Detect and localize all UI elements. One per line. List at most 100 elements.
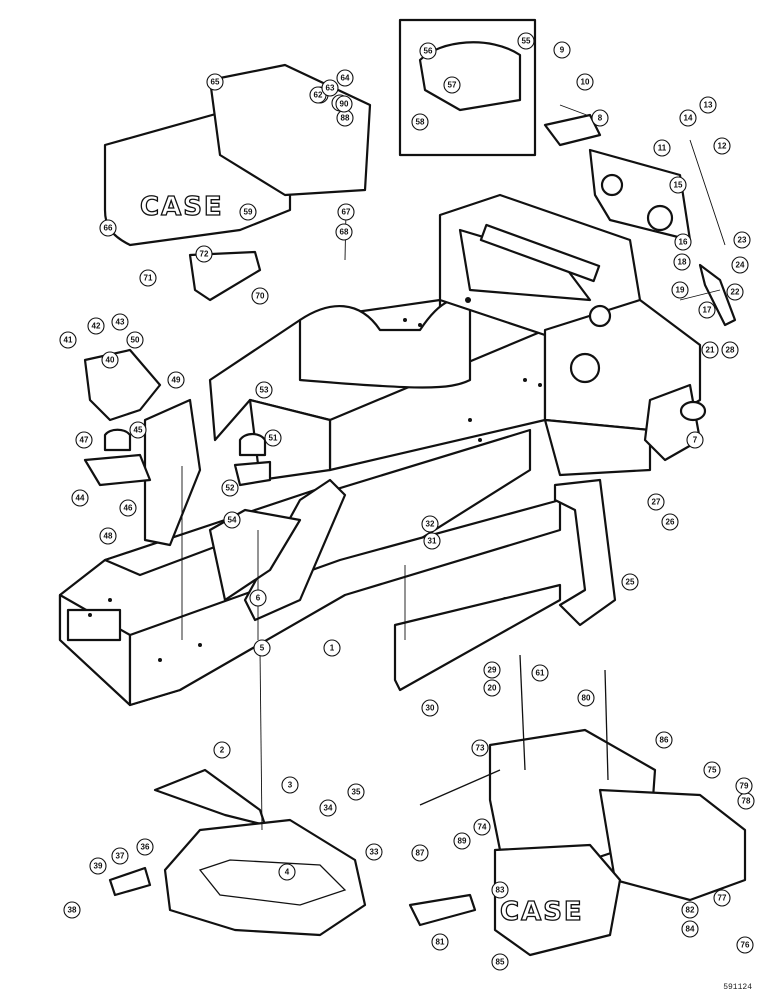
callout-circle (167, 371, 185, 389)
callout-label: 79 (740, 782, 749, 791)
callout-label: 25 (626, 578, 635, 587)
callout-circle (673, 253, 691, 271)
callout-circle (278, 863, 296, 881)
callout-label: 65 (211, 78, 220, 87)
callout-circle (698, 301, 716, 319)
rear-bracket (393, 478, 617, 692)
callout-label: 53 (260, 386, 269, 395)
callout-circle (111, 313, 129, 331)
callout-41: 41 (59, 331, 77, 349)
callout-circle (99, 527, 117, 545)
left-brackets (83, 348, 272, 487)
callout-circle (129, 421, 147, 439)
callout-label: 26 (666, 518, 675, 527)
callout-label: 36 (141, 843, 150, 852)
callout-label: 43 (116, 318, 125, 327)
callout-27: 27 (647, 493, 665, 511)
callout-label: 89 (458, 837, 467, 846)
callout-circle (679, 109, 697, 127)
callout-label: 40 (106, 356, 115, 365)
callout-circle (337, 203, 355, 221)
callout-circle (255, 381, 273, 399)
callout-58: 58 (411, 113, 429, 131)
callout-label: 13 (704, 101, 713, 110)
callout-63: 63 (321, 79, 339, 97)
callout-label: 37 (116, 852, 125, 861)
callout-43: 43 (111, 313, 129, 331)
callout-44: 44 (71, 489, 89, 507)
callout-label: 88 (341, 114, 350, 123)
callout-label: 22 (731, 288, 740, 297)
callout-18: 18 (673, 253, 691, 271)
callout-circle (71, 489, 89, 507)
callout-82: 82 (681, 901, 699, 919)
callout-label: 20 (488, 684, 497, 693)
callout-label: 31 (428, 537, 437, 546)
callout-label: 19 (676, 286, 685, 295)
callout-72: 72 (195, 245, 213, 263)
callout-circle (701, 341, 719, 359)
callout-84: 84 (681, 920, 699, 938)
callout-circle (553, 41, 571, 59)
callout-75: 75 (703, 761, 721, 779)
callout-71: 71 (139, 269, 157, 287)
callout-88: 88 (336, 109, 354, 127)
callout-label: 63 (326, 84, 335, 93)
callout-circle (111, 847, 129, 865)
callout-circle (365, 843, 383, 861)
callout-circle (473, 818, 491, 836)
callout-14: 14 (679, 109, 697, 127)
callout-29: 29 (483, 661, 501, 679)
callout-47: 47 (75, 431, 93, 449)
callout-54: 54 (223, 511, 241, 529)
callout-label: 38 (68, 906, 77, 915)
callout-circle (119, 499, 137, 517)
callout-73: 73 (471, 739, 489, 757)
callout-10: 10 (576, 73, 594, 91)
callout-label: 56 (424, 47, 433, 56)
callout-circle (655, 731, 673, 749)
callout-label: 77 (718, 894, 727, 903)
callout-label: 12 (718, 142, 727, 151)
callout-circle (621, 573, 639, 591)
callout-circle (206, 73, 224, 91)
callout-circle (195, 245, 213, 263)
rear-weights: CASE (408, 654, 747, 957)
callout-30: 30 (421, 699, 439, 717)
callout-label: 75 (708, 766, 717, 775)
callout-circle (59, 331, 77, 349)
callout-59: 59 (239, 203, 257, 221)
callout-42: 42 (87, 317, 105, 335)
callout-circle (89, 857, 107, 875)
callout-label: 81 (436, 938, 445, 947)
callout-label: 51 (269, 434, 278, 443)
bottom-extension (108, 768, 367, 937)
callout-label: 78 (742, 797, 751, 806)
callout-87: 87 (411, 844, 429, 862)
callout-circle (726, 283, 744, 301)
callout-circle (713, 889, 731, 907)
callout-39: 39 (89, 857, 107, 875)
callout-label: 42 (92, 322, 101, 331)
callout-86: 86 (655, 731, 673, 749)
callout-36: 36 (136, 838, 154, 856)
callout-circle (419, 42, 437, 60)
callout-28: 28 (721, 341, 739, 359)
callout-23: 23 (733, 231, 751, 249)
callout-label: 73 (476, 744, 485, 753)
callout-circle (491, 953, 509, 971)
callout-circle (321, 79, 339, 97)
callout-circle (591, 109, 609, 127)
callout-label: 76 (741, 941, 750, 950)
callout-32: 32 (421, 515, 439, 533)
callout-circle (483, 661, 501, 679)
callout-25: 25 (621, 573, 639, 591)
callout-label: 11 (658, 144, 667, 153)
callout-label: 10 (581, 78, 590, 87)
callout-15: 15 (669, 176, 687, 194)
callout-label: 47 (80, 436, 89, 445)
callout-circle (735, 777, 753, 795)
callout-label: 1 (330, 644, 335, 653)
callout-label: 6 (256, 594, 261, 603)
